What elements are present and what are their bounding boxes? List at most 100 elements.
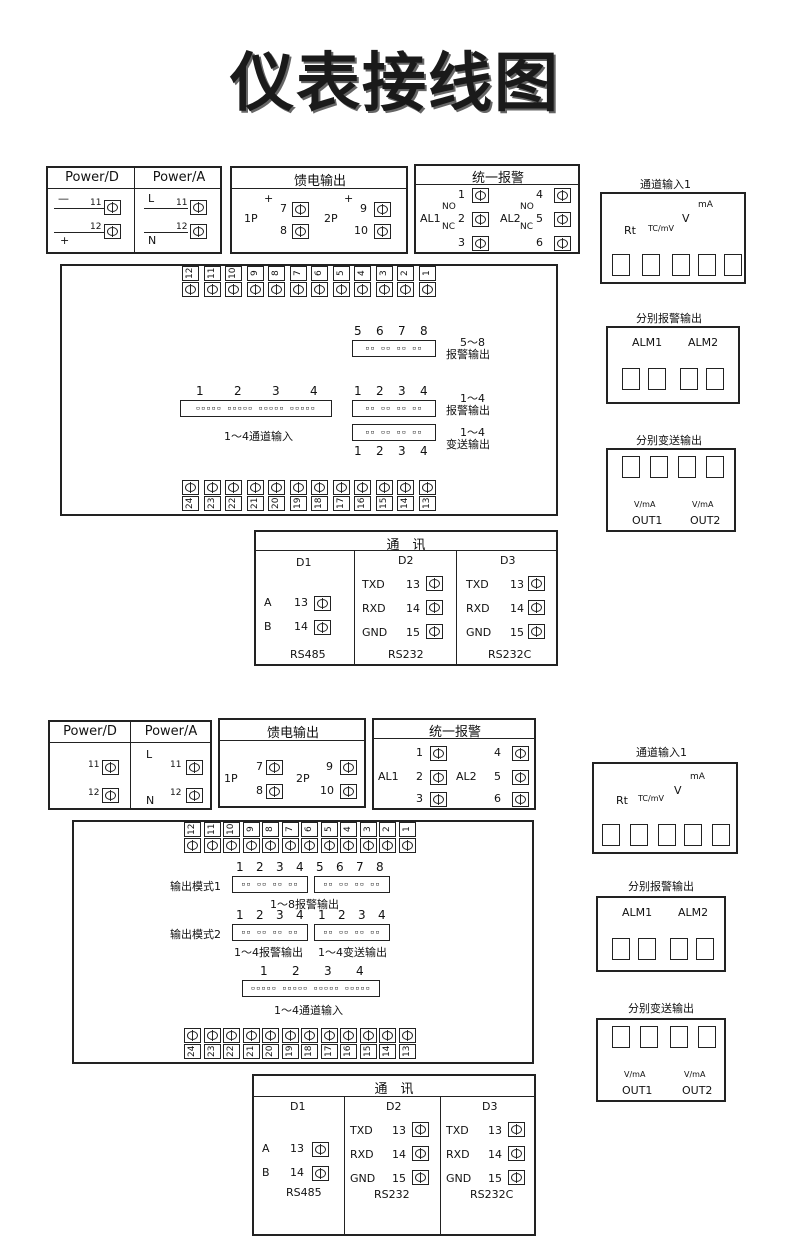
terminal-icon xyxy=(397,282,414,297)
number-label: 5 xyxy=(354,324,362,338)
terminal-icon xyxy=(281,838,299,853)
terminal-icon xyxy=(311,282,328,297)
terminal-icon xyxy=(184,1028,201,1043)
number-label: 1 xyxy=(236,908,244,922)
terminal-icon xyxy=(332,282,350,297)
terminal-icon xyxy=(104,224,121,239)
terminal-number: 14 xyxy=(397,496,414,511)
terminal-number: 21 xyxy=(246,496,264,511)
alarm-box: 统一报警 AL1 NO NC 1 2 3 AL2 NO NC 4 5 6 xyxy=(414,164,580,254)
terminal-number: 16 xyxy=(340,1044,357,1059)
terminal-icon xyxy=(301,1028,318,1043)
terminal-icon xyxy=(512,746,529,761)
number-label: 1 xyxy=(236,860,244,874)
page-title: 仪表接线图 xyxy=(230,47,560,121)
terminal-number: 15 xyxy=(375,496,393,511)
number-label: 4 xyxy=(356,964,364,978)
power-a-title: Power/A xyxy=(152,170,206,185)
terminal-icon xyxy=(184,838,201,853)
number-label: 2 xyxy=(376,444,384,458)
terminal-icon xyxy=(354,282,371,297)
terminal-number: 12 xyxy=(182,266,199,281)
terminal-icon xyxy=(354,480,371,495)
terminal-number: 9 xyxy=(246,266,264,281)
terminal-icon xyxy=(528,576,545,591)
terminal-icon xyxy=(418,480,436,495)
terminal-number: 9 xyxy=(242,822,260,837)
terminal-icon xyxy=(426,624,443,639)
number-label: 8 xyxy=(376,860,384,874)
number-label: 2 xyxy=(256,908,264,922)
terminal-icon xyxy=(412,1170,429,1185)
dip-switch: ▫▫▫▫▫ ▫▫▫▫▫ ▫▫▫▫▫ ▫▫▫▫▫ xyxy=(242,980,380,997)
terminal-number: 20 xyxy=(268,496,285,511)
terminal-icon xyxy=(182,282,199,297)
terminal-icon xyxy=(203,480,221,495)
terminal-icon xyxy=(397,480,414,495)
terminal-icon xyxy=(430,792,447,807)
terminal-icon xyxy=(430,746,447,761)
terminal-icon xyxy=(374,202,391,217)
channel-input-box: mA V Rt TC/mV xyxy=(592,762,738,854)
terminal-number: 3 xyxy=(375,266,393,281)
terminal-icon xyxy=(412,1146,429,1161)
terminal-icon xyxy=(340,784,357,799)
feed-output-title: 馈电输出 xyxy=(293,174,346,189)
dip-switch: ▫▫ ▫▫ ▫▫ ▫▫ xyxy=(352,340,436,357)
number-label: 1 xyxy=(318,908,326,922)
terminal-icon xyxy=(311,480,328,495)
number-label: 2 xyxy=(256,860,264,874)
terminal-icon xyxy=(340,838,357,853)
alarm-box: 统一报警 AL1 1 2 3 AL2 4 5 6 xyxy=(372,718,536,810)
terminal-icon xyxy=(340,760,357,775)
terminal-icon xyxy=(508,1170,525,1185)
terminal-icon xyxy=(554,188,571,203)
number-label: 4 xyxy=(420,444,428,458)
number-label: 2 xyxy=(292,964,300,978)
feed-output-box: 馈电输出 + 1P 7 8 + 2P 9 10 xyxy=(230,166,408,254)
terminal-icon xyxy=(266,760,283,775)
feed-output-box: 馈电输出 1P 7 8 2P 9 10 xyxy=(218,718,366,808)
terminal-number: 8 xyxy=(262,822,279,837)
dip-switch: ▫▫ ▫▫ ▫▫ ▫▫ xyxy=(314,924,390,941)
terminal-icon xyxy=(528,624,545,639)
terminal-icon xyxy=(182,480,199,495)
number-label: 4 xyxy=(296,908,304,922)
dip-switch: ▫▫ ▫▫ ▫▫ ▫▫ xyxy=(232,924,308,941)
terminal-number: 6 xyxy=(311,266,328,281)
terminal-icon xyxy=(225,282,242,297)
terminal-icon xyxy=(426,600,443,615)
channel-input-label: 1～4通道输入 xyxy=(224,430,293,443)
alarm-output-title: 分别报警输出 xyxy=(636,312,702,325)
comm-box: 通 讯 D1 D2 D3 A 13 B 14 RS485 TXD 13 RXD … xyxy=(252,1074,536,1236)
terminal-icon xyxy=(554,212,571,227)
terminal-icon xyxy=(242,838,260,853)
terminal-icon xyxy=(398,1028,416,1043)
terminal-icon xyxy=(379,1028,396,1043)
terminal-icon xyxy=(528,600,545,615)
number-label: 4 xyxy=(310,384,318,398)
terminal-number: 22 xyxy=(223,1044,240,1059)
terminal-icon xyxy=(398,838,416,853)
terminal-icon xyxy=(359,838,377,853)
terminal-number: 24 xyxy=(184,1044,201,1059)
transmit-output-title: 分别变送输出 xyxy=(636,434,702,447)
number-label: 4 xyxy=(420,384,428,398)
number-label: 2 xyxy=(376,384,384,398)
terminal-icon xyxy=(508,1122,525,1137)
terminal-number: 2 xyxy=(397,266,414,281)
terminal-icon xyxy=(203,282,221,297)
dip-switch: ▫▫▫▫▫ ▫▫▫▫▫ ▫▫▫▫▫ ▫▫▫▫▫ xyxy=(180,400,332,417)
number-label: 1 xyxy=(260,964,268,978)
number-label: 4 xyxy=(378,908,386,922)
transmit-output-box: V/mA V/mA OUT1 OUT2 xyxy=(596,1018,726,1102)
terminal-icon xyxy=(223,838,240,853)
terminal-icon xyxy=(320,1028,338,1043)
number-label: 1 xyxy=(354,444,362,458)
number-label: 4 xyxy=(296,860,304,874)
terminal-icon xyxy=(203,838,221,853)
terminal-icon xyxy=(246,480,264,495)
terminal-icon xyxy=(554,236,571,251)
terminal-icon xyxy=(426,576,443,591)
